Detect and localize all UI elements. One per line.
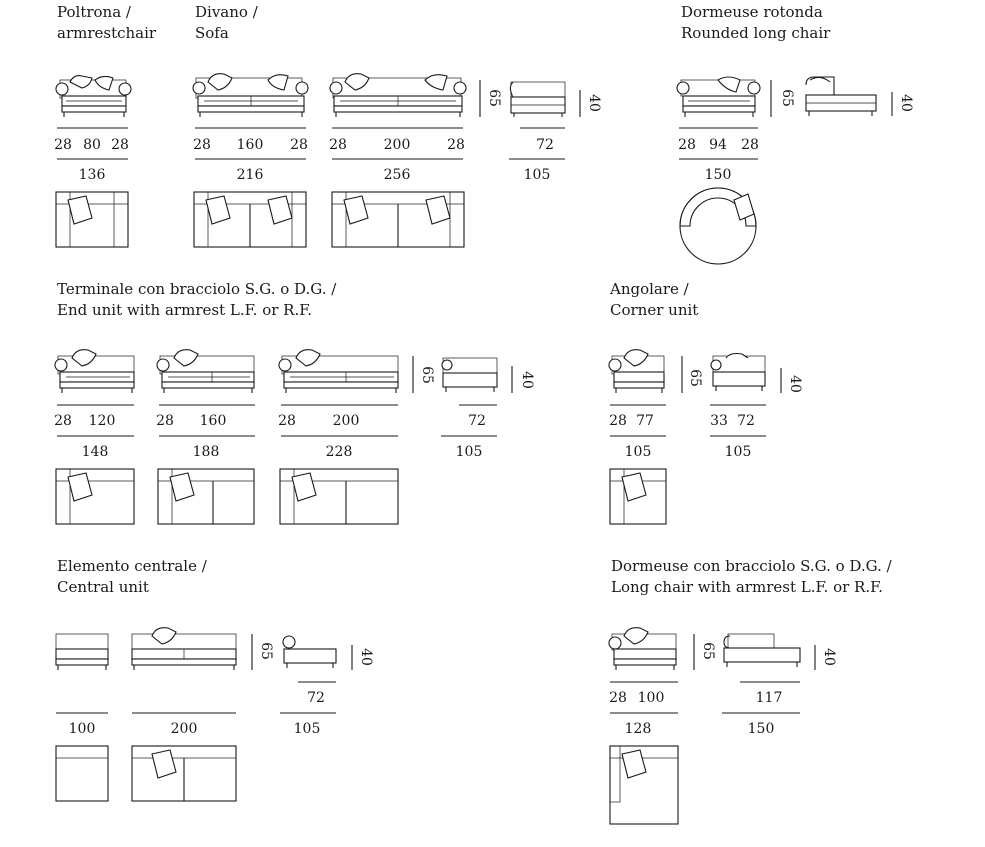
title-angolare: Angolare / Corner unit <box>610 279 698 321</box>
centrale-b-plan-view <box>131 745 237 802</box>
dim-poltrona-arm-left: 28 <box>54 137 72 153</box>
terminale-c-plan-view <box>279 468 399 525</box>
dim-terminale-b-arm: 28 <box>156 413 174 429</box>
title-dormeuse-bracciolo-en: Long chair with armrest L.F. or R.F. <box>611 578 883 596</box>
terminale-a-front-view <box>54 349 135 393</box>
title-centrale: Elemento centrale / Central unit <box>57 556 207 598</box>
title-dormeuse-rotonda: Dormeuse rotonda Rounded long chair <box>681 2 830 44</box>
dim-angolare-a-seat: 77 <box>636 413 654 429</box>
dim-rotonda-total: 150 <box>704 167 732 183</box>
dim-terminale-depth-seat: 72 <box>468 413 486 429</box>
terminale-c-front-view <box>278 349 399 393</box>
dim-divano-depth-seat: 72 <box>536 137 554 153</box>
title-angolare-it: Angolare / <box>610 280 689 298</box>
divano-side-view <box>509 81 566 117</box>
poltrona-front-view <box>55 75 132 117</box>
dim-terminale-a-seat: 120 <box>88 413 116 429</box>
dormeuse-bracciolo-front-view <box>608 627 677 670</box>
title-terminale-en: End unit with armrest L.F. or R.F. <box>57 301 313 319</box>
title-dormeuse-rotonda-it: Dormeuse rotonda <box>681 3 823 21</box>
title-centrale-en: Central unit <box>57 578 149 596</box>
title-dormeuse-bracciolo-it: Dormeuse con bracciolo S.G. o D.G. / <box>611 557 892 575</box>
dim-dormeuse-bracciolo-arm: 28 <box>609 690 627 706</box>
dim-angolare-a-arm: 28 <box>609 413 627 429</box>
dim-angolare-a-total: 105 <box>624 444 652 460</box>
title-angolare-en: Corner unit <box>610 301 699 319</box>
angolare-b-front-view <box>710 352 766 391</box>
divano-b-front-view <box>329 73 467 117</box>
title-divano-en: Sofa <box>195 24 229 42</box>
title-poltrona-it: Poltrona / <box>57 3 131 21</box>
dim-rotonda-seat: 94 <box>709 137 727 153</box>
centrale-side-view <box>282 635 337 668</box>
terminale-side-view <box>441 357 498 392</box>
dim-dormeuse-bracciolo-depth-seat: 117 <box>755 690 783 706</box>
title-terminale: Terminale con bracciolo S.G. o D.G. / En… <box>57 279 336 321</box>
title-poltrona: Poltrona / armrestchair <box>57 2 156 44</box>
centrale-a-plan-view <box>55 745 109 802</box>
title-centrale-it: Elemento centrale / <box>57 557 207 575</box>
poltrona-plan-view <box>55 191 129 248</box>
divano-b-plan-view <box>331 191 465 248</box>
dim-centrale-depth-seat: 72 <box>307 690 325 706</box>
dim-divano-b-arm-right: 28 <box>447 137 465 153</box>
rotonda-side-view <box>805 76 877 116</box>
dim-divano-b-total: 256 <box>383 167 411 183</box>
dim-divano-a-arm-right: 28 <box>290 137 308 153</box>
divano-a-front-view <box>192 73 309 117</box>
dim-angolare-b-seat: 72 <box>737 413 755 429</box>
title-divano: Divano / Sofa <box>195 2 258 44</box>
dim-terminale-c-arm: 28 <box>278 413 296 429</box>
dim-centrale-b-total: 200 <box>170 721 198 737</box>
dormeuse-bracciolo-plan-view <box>609 745 679 825</box>
terminale-b-front-view <box>156 349 255 393</box>
dim-terminale-depth-total: 105 <box>455 444 483 460</box>
centrale-a-front-view <box>55 633 109 670</box>
dim-dormeuse-bracciolo-seat: 100 <box>637 690 665 706</box>
dim-terminale-b-total: 188 <box>192 444 220 460</box>
terminale-b-plan-view <box>157 468 255 525</box>
dim-poltrona-seat: 80 <box>83 137 101 153</box>
title-poltrona-en: armrestchair <box>57 24 157 42</box>
dim-terminale-b-seat: 160 <box>199 413 227 429</box>
dim-dormeuse-bracciolo-depth-total: 150 <box>747 721 775 737</box>
divano-a-plan-view <box>193 191 307 248</box>
dormeuse-bracciolo-side-view <box>723 633 801 667</box>
dim-terminale-c-total: 228 <box>325 444 353 460</box>
dim-divano-b-arm-left: 28 <box>329 137 347 153</box>
centrale-b-front-view <box>131 627 237 670</box>
dim-centrale-a-total: 100 <box>68 721 96 737</box>
rotonda-front-view <box>676 76 761 117</box>
dim-dormeuse-bracciolo-total: 128 <box>624 721 652 737</box>
angolare-a-front-view <box>608 349 665 393</box>
dim-poltrona-total: 136 <box>78 167 106 183</box>
terminale-a-plan-view <box>55 468 135 525</box>
dim-terminale-a-total: 148 <box>81 444 109 460</box>
dim-rotonda-arm-right: 28 <box>741 137 759 153</box>
dim-divano-a-seat: 160 <box>236 137 264 153</box>
title-dormeuse-rotonda-en: Rounded long chair <box>681 24 831 42</box>
title-dormeuse-bracciolo: Dormeuse con bracciolo S.G. o D.G. / Lon… <box>611 556 892 598</box>
angolare-plan-view <box>609 468 667 525</box>
title-divano-it: Divano / <box>195 3 258 21</box>
title-terminale-it: Terminale con bracciolo S.G. o D.G. / <box>57 280 337 298</box>
dim-divano-b-seat: 200 <box>383 137 411 153</box>
dim-divano-a-arm-left: 28 <box>193 137 211 153</box>
rotonda-plan-view <box>679 187 757 265</box>
dim-angolare-b-arm: 33 <box>710 413 728 429</box>
dim-divano-depth-total: 105 <box>523 167 551 183</box>
dim-centrale-depth-total: 105 <box>293 721 321 737</box>
dim-poltrona-arm-right: 28 <box>111 137 129 153</box>
dim-terminale-a-arm: 28 <box>54 413 72 429</box>
dim-rotonda-arm-left: 28 <box>678 137 696 153</box>
dim-angolare-b-total: 105 <box>724 444 752 460</box>
dim-divano-a-total: 216 <box>236 167 264 183</box>
dim-terminale-c-seat: 200 <box>332 413 360 429</box>
